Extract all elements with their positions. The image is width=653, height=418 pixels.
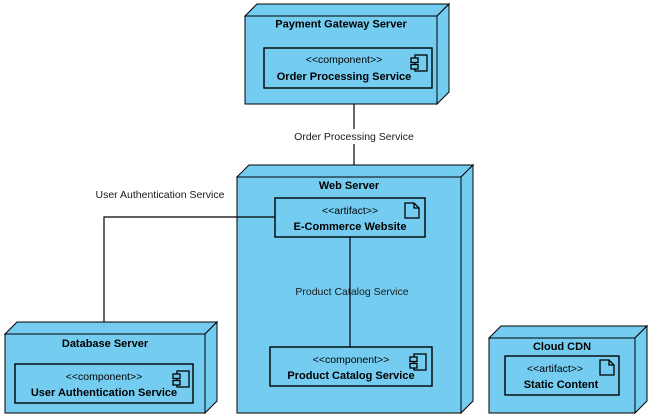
component-icon: [410, 54, 428, 72]
artifact-name-static-content: Static Content: [524, 379, 599, 391]
artifact-e-commerce-website[interactable]: <<artifact>> E-Commerce Website: [274, 197, 426, 238]
component-box-product-catalog: [269, 346, 433, 387]
component-icon: [409, 353, 427, 371]
node-payment-gateway-server[interactable]: Payment Gateway Server <<component>> Ord…: [243, 2, 451, 106]
node-top-face-cloud-cdn: [487, 325, 649, 339]
node-title-web-server: Web Server: [319, 180, 380, 192]
artifact-box-e-commerce-website: [274, 197, 426, 238]
label-backdrop-order-processing: [274, 129, 434, 144]
component-order-processing-service[interactable]: <<component>> Order Processing Service: [263, 47, 433, 89]
connector-label-group-order-processing: Order Processing Service: [274, 129, 434, 144]
artifact-icon: [404, 202, 420, 219]
label-backdrop-user-authentication: [85, 187, 235, 202]
connector-label-group-user-authentication: User Authentication Service: [85, 187, 235, 202]
connector-label-product-catalog: Product Catalog Service: [295, 286, 408, 298]
component-box-order-processing: [263, 47, 433, 89]
artifact-stereotype-static-content: <<artifact>>: [527, 363, 583, 375]
connector-label-order-processing: Order Processing Service: [294, 131, 414, 143]
artifact-name-e-commerce-website: E-Commerce Website: [294, 221, 407, 233]
connector-line-user-authentication: [103, 216, 275, 364]
node-title-database-server: Database Server: [62, 338, 149, 350]
node-top-face-payment-gateway: [243, 3, 451, 17]
node-database-server[interactable]: Database Server <<component>> User Authe…: [3, 320, 219, 415]
artifact-stereotype-e-commerce-website: <<artifact>>: [322, 205, 378, 217]
component-product-catalog-service[interactable]: <<component>> Product Catalog Service: [269, 346, 433, 387]
node-side-face-cloud-cdn: [634, 324, 648, 415]
node-title-payment-gateway-server: Payment Gateway Server: [275, 18, 407, 30]
connection-user-authentication[interactable]: [103, 216, 275, 364]
component-user-authentication-service[interactable]: <<component>> User Authentication Servic…: [14, 363, 194, 404]
component-box-user-authentication: [14, 363, 194, 404]
component-name-user-authentication: User Authentication Service: [31, 387, 177, 399]
component-stereotype-product-catalog: <<component>>: [313, 354, 389, 366]
component-stereotype-order-processing: <<component>>: [306, 54, 382, 66]
component-name-product-catalog: Product Catalog Service: [287, 370, 414, 382]
node-side-face-database-server: [204, 320, 218, 415]
node-title-cloud-cdn: Cloud CDN: [533, 341, 591, 353]
node-top-face-database-server: [3, 321, 219, 335]
connector-label-user-authentication: User Authentication Service: [96, 189, 225, 201]
node-top-face-web-server: [235, 164, 475, 178]
node-web-server[interactable]: Web Server <<artifact>> E-Commerce Websi…: [235, 163, 475, 415]
node-side-face-web-server: [460, 163, 474, 415]
artifact-icon: [599, 359, 615, 376]
node-side-face-payment-gateway: [436, 2, 450, 106]
node-cloud-cdn[interactable]: Cloud CDN <<artifact>> Static Content: [487, 324, 649, 415]
artifact-static-content[interactable]: <<artifact>> Static Content: [504, 355, 620, 396]
component-name-order-processing: Order Processing Service: [277, 71, 412, 83]
component-icon: [172, 370, 190, 388]
component-stereotype-user-authentication: <<component>>: [66, 371, 142, 383]
